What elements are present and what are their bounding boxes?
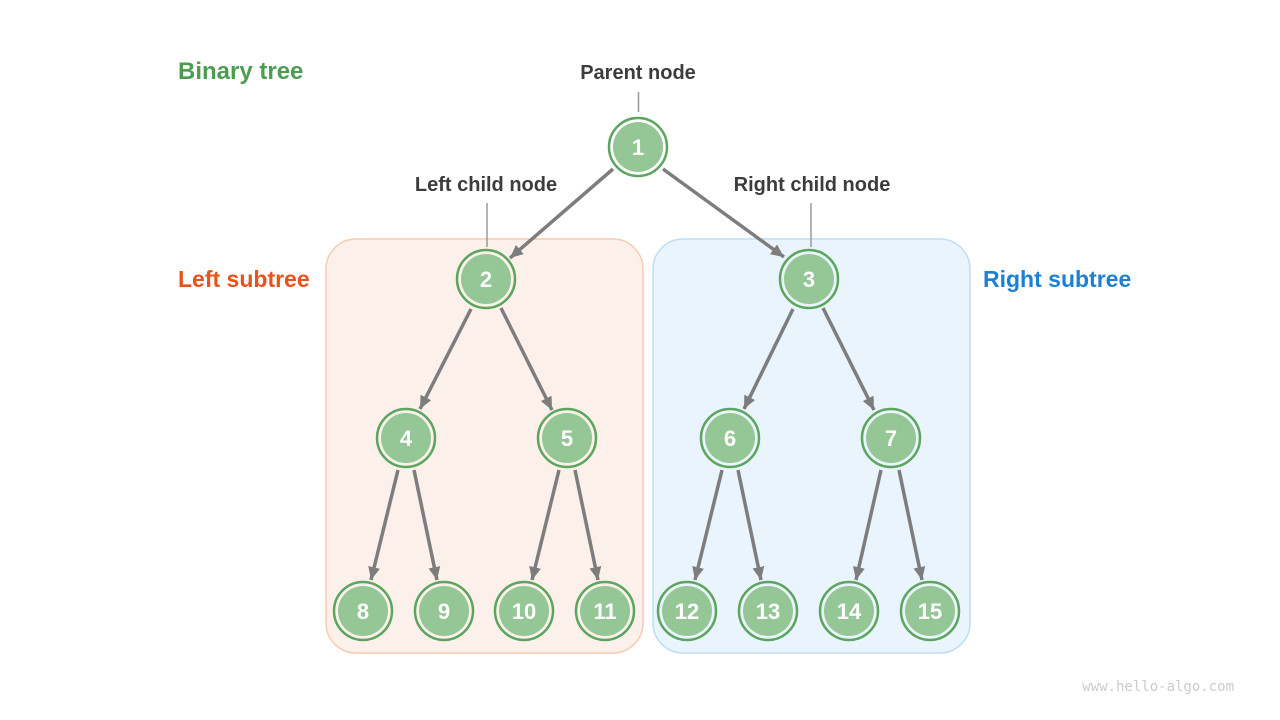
edge-4-9 — [412, 469, 441, 581]
edge-3-7 — [821, 307, 876, 411]
left-subtree-label: Left subtree — [178, 266, 310, 292]
node-value: 3 — [803, 267, 815, 292]
node-value: 9 — [438, 599, 450, 624]
node-value: 11 — [593, 599, 616, 624]
edge-5-10 — [529, 469, 561, 581]
left-subtree-box — [325, 238, 644, 654]
edge-1-3 — [661, 167, 786, 259]
tree-node-10: 10 — [493, 580, 555, 642]
tree-node-12: 12 — [656, 580, 718, 642]
node-value: 12 — [675, 599, 699, 624]
tree-node-6: 6 — [699, 407, 761, 469]
node-value: 7 — [885, 426, 897, 451]
node-value: 8 — [357, 599, 369, 624]
node-value: 13 — [756, 599, 780, 624]
right-subtree-label: Right subtree — [983, 266, 1132, 292]
watermark: www.hello-algo.com — [1082, 679, 1234, 695]
tree-node-13: 13 — [737, 580, 799, 642]
edge-5-11 — [573, 469, 602, 581]
diagram-title: Binary tree — [178, 58, 304, 85]
subtree-boxes — [325, 238, 971, 654]
tree-node-8: 8 — [332, 580, 394, 642]
node-value: 14 — [837, 599, 862, 624]
node-value: 1 — [632, 135, 644, 160]
edge-6-13 — [736, 469, 765, 581]
tree-node-3: 3 — [778, 248, 840, 310]
edge-1-2 — [508, 167, 615, 260]
tree-node-15: 15 — [899, 580, 961, 642]
tree-node-1: 1 — [607, 116, 669, 178]
tree-node-14: 14 — [818, 580, 880, 642]
node-value: 4 — [400, 426, 413, 451]
edge-6-12 — [692, 469, 724, 581]
edge-2-5 — [499, 307, 554, 411]
tree-node-2: 2 — [455, 248, 517, 310]
edge-7-14 — [853, 469, 883, 581]
node-value: 5 — [561, 426, 573, 451]
tree-node-5: 5 — [536, 407, 598, 469]
tree-node-9: 9 — [413, 580, 475, 642]
node-value: 15 — [918, 599, 942, 624]
tree-node-11: 11 — [574, 580, 636, 642]
edge-2-4 — [418, 308, 473, 410]
edge-4-8 — [368, 469, 400, 581]
annotation-pointer-lines — [486, 92, 812, 247]
tree-node-7: 7 — [860, 407, 922, 469]
edge-3-6 — [742, 308, 795, 410]
node-value: 2 — [480, 267, 492, 292]
node-value: 10 — [512, 599, 536, 624]
right-child-node-label: Right child node — [733, 174, 891, 196]
edge-7-15 — [897, 469, 926, 581]
node-value: 6 — [724, 426, 736, 451]
tree-edges — [368, 167, 926, 581]
tree-nodes: 1 2 3 4 5 6 7 — [332, 116, 961, 642]
tree-node-4: 4 — [375, 407, 437, 469]
left-child-node-label: Left child node — [414, 174, 558, 196]
parent-node-label: Parent node — [580, 62, 696, 84]
